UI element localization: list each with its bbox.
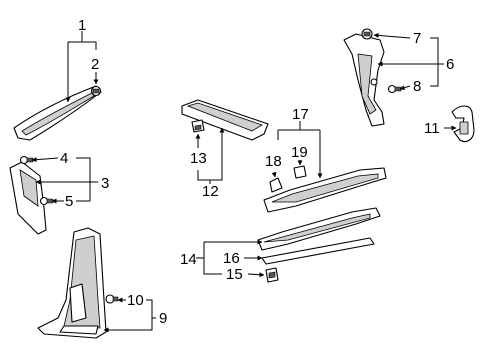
a-pillar-lower-trim (9, 161, 47, 235)
rocker-strip-16 (261, 237, 375, 265)
screw-4 (19, 155, 34, 165)
callout-16: 16 (223, 250, 240, 267)
callout-5: 5 (65, 193, 73, 210)
callout-11: 11 (424, 120, 440, 137)
clip-7 (361, 28, 373, 40)
callout-10: 10 (127, 292, 144, 309)
rocker-molding-14 (257, 207, 381, 251)
scuff-plate-12 (181, 99, 269, 141)
callout-1: 1 (78, 17, 86, 34)
leader-9-10 (103, 297, 156, 333)
callout-9: 9 (159, 310, 167, 327)
callout-15: 15 (226, 266, 243, 283)
callout-3: 3 (101, 175, 109, 192)
callout-13: 13 (190, 150, 207, 167)
callout-17: 17 (292, 106, 309, 123)
callout-7: 7 (413, 30, 421, 47)
clip-13 (191, 119, 205, 133)
screw-5 (39, 196, 54, 206)
screw-8 (387, 84, 402, 94)
callout-6: 6 (446, 56, 454, 73)
sill-panel-17 (263, 167, 387, 213)
leader-6-7-8 (373, 32, 444, 91)
callout-8: 8 (413, 78, 421, 95)
clip-2 (90, 85, 102, 97)
a-pillar-upper-trim (13, 85, 102, 141)
leader-14-15-16 (196, 239, 265, 278)
clip-10 (105, 294, 119, 304)
callout-4: 4 (60, 150, 68, 167)
b-pillar-lower-trim (37, 227, 107, 339)
callout-12: 12 (202, 183, 219, 200)
callout-14: 14 (180, 251, 197, 268)
callout-2: 2 (91, 56, 99, 73)
callout-19: 19 (291, 144, 308, 161)
leader-3-4-5 (31, 157, 98, 204)
clip-19 (293, 165, 307, 179)
clip-15 (265, 267, 279, 283)
clip-18 (269, 177, 283, 193)
leader-17-18-19 (271, 121, 323, 179)
leader-12-13 (195, 127, 225, 184)
leader-1-2 (65, 31, 99, 103)
b-pillar-upper-trim (343, 33, 385, 127)
assist-grip-11 (451, 105, 475, 143)
callout-18: 18 (265, 153, 282, 170)
